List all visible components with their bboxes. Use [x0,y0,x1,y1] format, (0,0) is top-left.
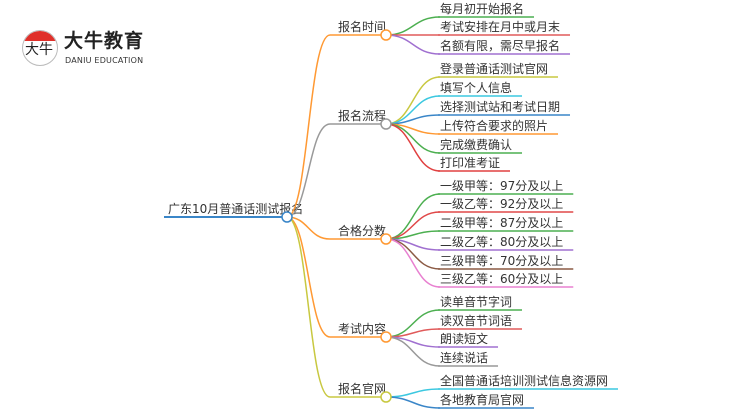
leaf-label: 连续说话 [440,350,488,365]
branch-label: 报名流程 [338,108,386,123]
logo: 大牛 大牛教育 DANIU EDUCATION [22,28,182,72]
leaf-label: 二级乙等：80分及以上 [440,235,563,249]
leaf-connector [385,34,441,55]
leaf-label: 打印准考证 [440,156,500,170]
leaf-connector [385,193,441,240]
leaf-label: 读单音节字词 [440,294,512,309]
branch-node-toggle[interactable] [380,331,392,343]
leaf-connector [385,238,441,288]
leaf-connector [385,16,441,36]
logo-mark: 大牛 [22,30,58,66]
leaf-label: 读双音节词语 [440,313,512,328]
leaf-label: 一级乙等：92分及以上 [440,197,563,211]
leaf-label: 每月初开始报名 [440,1,524,16]
branch-label: 报名官网 [338,381,386,396]
branch-label: 报名时间 [338,19,386,34]
leaf-label: 全国普通话培训测试信息资源网 [440,373,608,388]
logo-subtitle: DANIU EDUCATION [65,56,144,65]
root-label: 广东10月普通话测试报名 [168,201,303,216]
leaf-label: 三级甲等：70分及以上 [440,254,563,268]
leaf-connector [385,388,441,398]
leaf-label: 填写个人信息 [440,80,512,95]
leaf-label: 登录普通话测试官网 [440,61,548,76]
leaf-label: 选择测试站和考试日期 [440,99,560,114]
logo-glyph: 大牛 [25,42,53,58]
leaf-label: 考试安排在月中或月末 [440,19,560,34]
branch-label: 考试内容 [338,321,386,336]
branch-node-toggle[interactable] [380,233,392,245]
leaf-connector [385,123,441,172]
leaf-label: 朗读短文 [440,331,488,346]
branch-node-toggle[interactable] [380,29,392,41]
branch-connector [286,216,331,398]
logo-name: 大牛教育 [64,30,145,52]
leaf-label: 各地教育局官网 [440,392,524,407]
branch-node-toggle[interactable] [380,118,392,130]
leaf-label: 三级乙等：60分及以上 [440,272,563,286]
branch-label: 合格分数 [338,223,386,238]
leaf-label: 一级甲等：97分及以上 [440,179,563,193]
branch-node-toggle[interactable] [380,391,392,403]
leaf-label: 完成缴费确认 [440,137,512,152]
branch-connector [286,123,331,218]
leaf-label: 二级甲等：87分及以上 [440,216,563,230]
root-node-toggle[interactable] [281,211,293,223]
leaf-label: 名额有限，需尽早报名 [440,38,560,53]
leaf-label: 上传符合要求的照片 [440,118,548,133]
branch-connector [286,216,331,338]
leaf-connector [385,76,441,125]
branch-connector [286,34,331,218]
leaf-connector [385,336,441,367]
leaf-connector [385,396,441,409]
